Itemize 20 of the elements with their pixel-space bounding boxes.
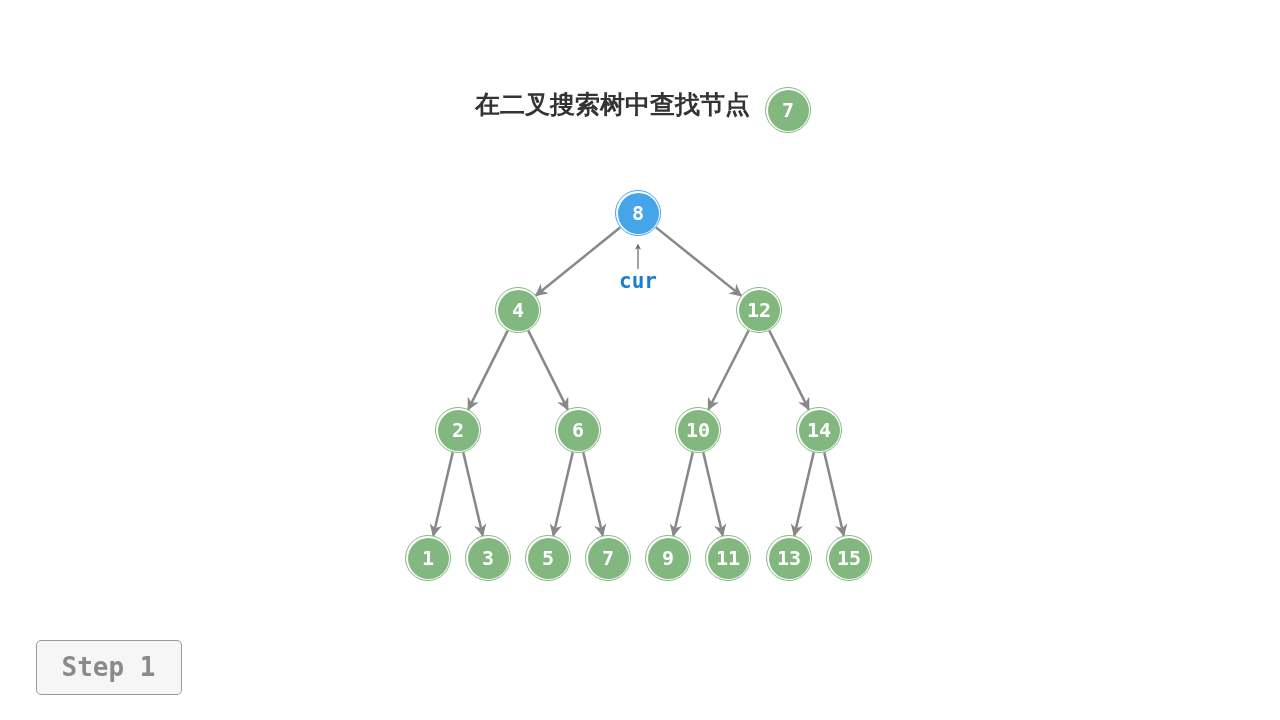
tree-node-circle: 4 — [495, 287, 541, 333]
arrow — [534, 226, 621, 297]
title: 在二叉搜索树中查找节点 — [473, 89, 750, 121]
arrow — [768, 330, 810, 411]
arrow — [669, 452, 694, 537]
arrow — [467, 330, 509, 411]
step-label: Step 1 — [35, 639, 182, 695]
arrow — [527, 330, 569, 411]
tree-node-circle: 12 — [736, 287, 782, 333]
pointer-arrow — [635, 243, 641, 270]
arrow — [582, 452, 607, 537]
arrow — [462, 452, 487, 537]
arrow — [707, 329, 750, 411]
arrow — [823, 452, 848, 537]
arrow — [549, 452, 574, 537]
arrow — [429, 452, 454, 537]
arrow — [790, 452, 815, 537]
arrow — [655, 226, 743, 297]
arrow — [702, 452, 727, 537]
tree-node-circle: 15 — [826, 535, 872, 581]
